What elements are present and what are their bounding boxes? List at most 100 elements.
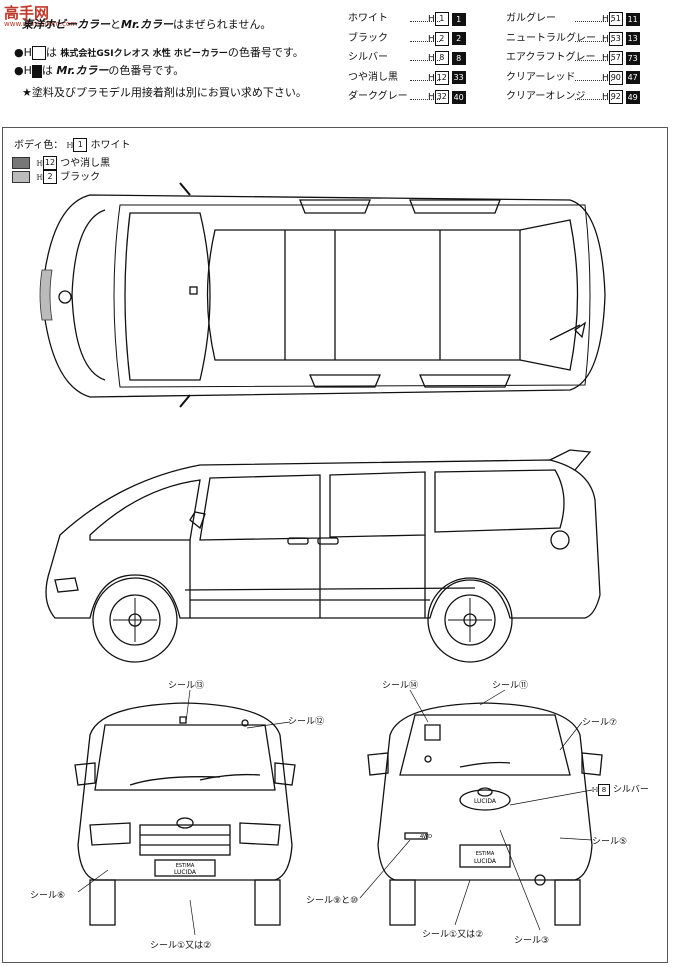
header-line-1: 東洋ホビーカラーとMr.カラーはまぜられません。: [22, 18, 271, 32]
paint-leader: [575, 40, 612, 42]
rear-silver-code: 8: [597, 783, 610, 796]
rear-4wd-badge: 4WD: [420, 834, 432, 840]
mr-color-code: 40: [451, 90, 466, 104]
callout-front-left: シール⑥: [30, 891, 66, 901]
top-view-drawing: [39, 182, 606, 408]
aqueous-code: 12: [434, 70, 449, 85]
front-view-drawing: ESTIMA LUCIDA: [74, 702, 296, 926]
rear-estima-badge: ESTIMA: [476, 851, 495, 857]
paint-prefix: H: [602, 73, 609, 83]
callout-rear-bottom1: シール①又は②: [422, 930, 484, 940]
mr-color-code: 13: [625, 32, 640, 45]
watermark-sub: www.mmsodom.com: [4, 20, 78, 28]
paint-name: エアクラフトグレー: [506, 52, 596, 63]
aqueous-code: 2: [434, 31, 449, 46]
aqueous-code: 90: [608, 70, 623, 85]
aqueous-code: 32: [434, 90, 449, 104]
silver-h-mark: ℍ: [592, 786, 598, 794]
header-color-number-2: の色番号です。: [108, 64, 185, 77]
callout-rear-top-right: シール⑪: [492, 681, 529, 691]
paint-name: つや消し黒: [348, 71, 398, 83]
legend-row2-code: 2: [42, 170, 57, 184]
paint-prefix: H: [602, 53, 609, 64]
aqueous-code: 1: [434, 12, 449, 26]
toyo-hobby-color-text: 東洋ホビーカラー: [22, 18, 110, 31]
legend-row2-name: ブラック: [60, 172, 101, 183]
callout-rear-bottom2: シール③: [514, 936, 550, 946]
callout-front-right: シール⑫: [288, 717, 325, 727]
mr-color-logo-text-2: Mr.カラー: [56, 64, 109, 77]
rear-lucida-emblem: LUCIDA: [474, 798, 497, 805]
legend-row1-name: つや消し黒: [60, 158, 111, 169]
header-and-text: と: [110, 18, 121, 31]
mr-color-code: 11: [625, 12, 640, 26]
side-view-drawing: [45, 449, 601, 663]
rear-lucida-badge: LUCIDA: [474, 858, 497, 865]
paint-name: ホワイト: [348, 13, 388, 24]
paint-prefix: H: [428, 53, 435, 64]
diagram-panel: [2, 127, 668, 963]
paint-prefix: H: [602, 92, 609, 103]
h-prefix-2: ●H: [14, 64, 32, 77]
legend-h-mark-3: ℍ: [36, 173, 43, 182]
paint-leader: [410, 21, 441, 22]
header-line-4: ★塗料及びプラモデル用接着剤は別にお買い求め下さい。: [22, 86, 307, 99]
paint-leader: [410, 60, 441, 61]
mr-color-code: 73: [625, 51, 640, 65]
header-wa: は: [45, 46, 57, 59]
mr-color-code: 8: [451, 51, 466, 65]
black-box-icon: [31, 64, 42, 78]
light-swatch-icon: [12, 171, 30, 183]
dark-swatch-icon: [12, 157, 30, 169]
paint-leader: [575, 21, 612, 22]
aqueous-code: 92: [608, 90, 623, 104]
paint-prefix: H: [428, 14, 435, 25]
legend-body-label: ボディ色：: [14, 140, 64, 151]
paint-leader: [575, 79, 612, 81]
paint-prefix: H: [428, 92, 435, 103]
paint-leader: [410, 99, 441, 100]
legend-h-mark-2: ℍ: [36, 159, 43, 168]
paint-name: クリアーオレンジ: [506, 91, 586, 102]
mr-color-code: 47: [625, 71, 640, 84]
legend-row1-code: 12: [42, 156, 57, 170]
mr-color-code: 1: [451, 12, 466, 26]
paint-leader: [410, 40, 441, 42]
front-estima-badge: ESTIMA: [176, 863, 195, 869]
aqueous-code: 51: [608, 12, 623, 26]
mr-color-code: 33: [451, 71, 466, 84]
h-prefix: ●H: [14, 46, 32, 59]
paint-name: ニュートラルグレー: [506, 32, 596, 44]
header-cannot-mix: はまぜられません。: [172, 18, 272, 31]
callout-rear-right1: シール⑦: [582, 718, 618, 728]
paint-leader: [575, 99, 612, 100]
gsi-creos-text: 株式会社GSIクレオス 水性 ホビーカラー: [60, 49, 228, 59]
callout-rear-top-left: シール⑭: [382, 681, 419, 691]
aqueous-code: 53: [608, 31, 623, 46]
mr-color-code: 49: [625, 90, 640, 104]
paint-prefix: H: [428, 34, 435, 44]
paint-name: シルバー: [348, 52, 388, 63]
paint-name: ブラック: [348, 32, 388, 44]
aqueous-code: 8: [434, 51, 449, 65]
legend-body-name: ホワイト: [90, 140, 131, 151]
